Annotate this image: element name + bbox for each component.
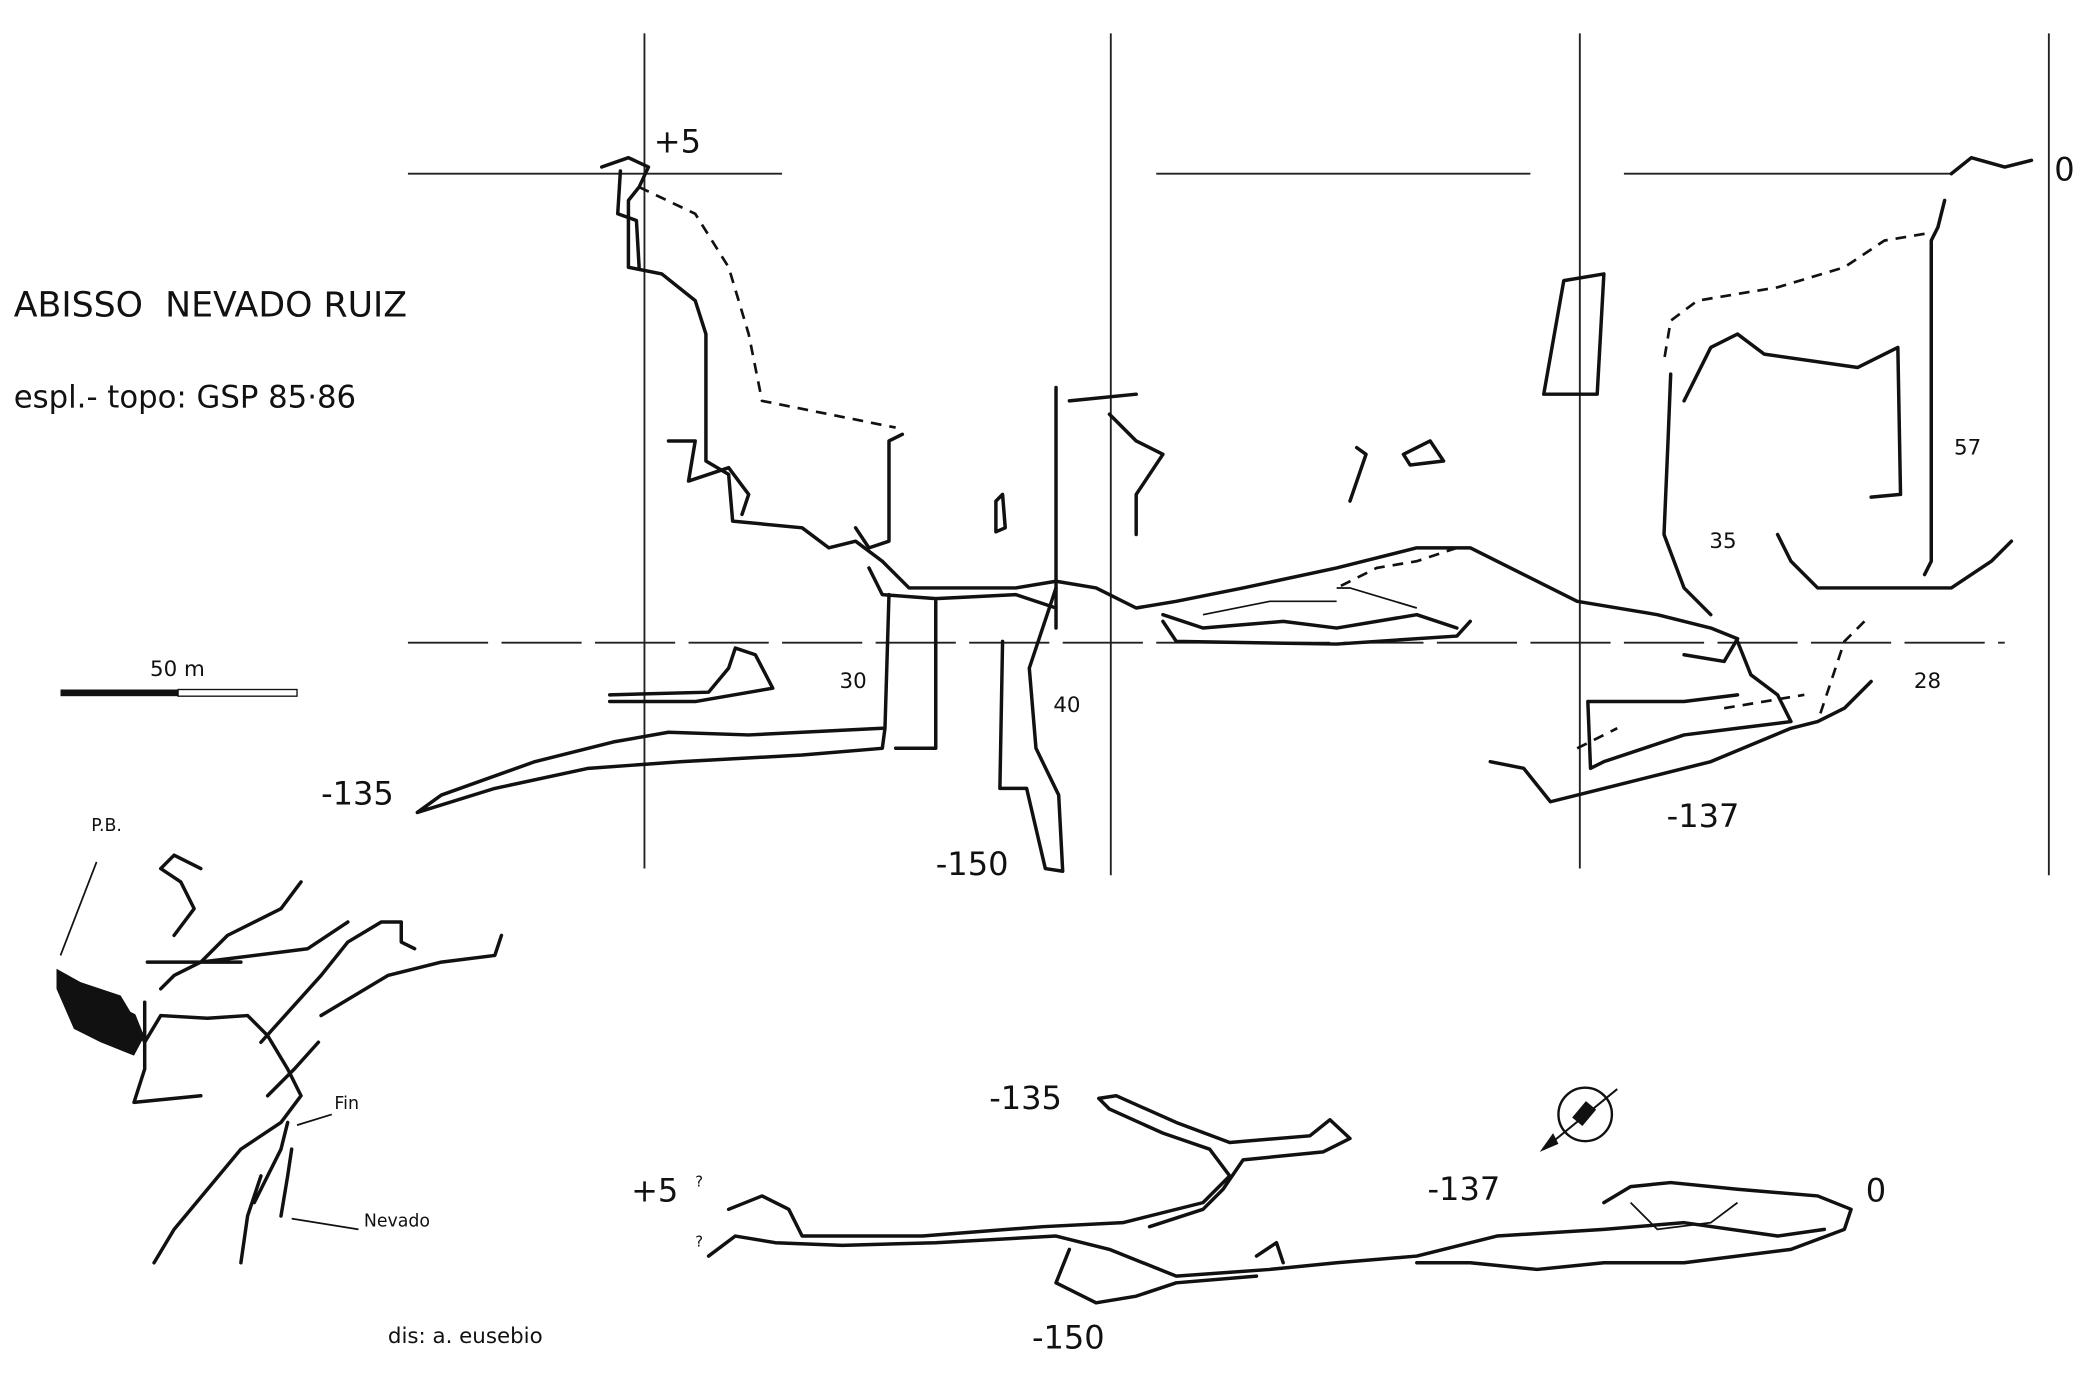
plan-depth-label: -137 — [1427, 1170, 1500, 1208]
plan-depth-label: +5 — [631, 1171, 678, 1209]
pitch-depth-label: 30 — [840, 669, 867, 694]
cave-plan-view — [706, 1093, 1853, 1305]
profile-depth-label: -137 — [1667, 797, 1740, 835]
uncertain-mark: ? — [695, 1174, 703, 1191]
pitch-depth-label: 35 — [1709, 529, 1736, 554]
north-arrow-icon — [1539, 1086, 1618, 1152]
profile-depth-label: -150 — [936, 845, 1009, 883]
cave-profile-section — [415, 155, 2034, 873]
survey-credits: espl.- topo: GSP 85·86 — [14, 380, 356, 416]
map-label-nevado: Nevado — [364, 1212, 430, 1232]
plan-depth-label: -135 — [989, 1079, 1062, 1117]
plan-depth-label: 0 — [1866, 1171, 1886, 1209]
survey-title: ABISSO NEVADO RUIZ — [14, 286, 407, 326]
scale-bar-label: 50 m — [150, 657, 205, 682]
pitch-depth-label: 40 — [1053, 693, 1080, 718]
author-credit: dis: a. eusebio — [388, 1324, 543, 1349]
map-label-fin: Fin — [334, 1094, 359, 1114]
pitch-depth-label: 28 — [1914, 669, 1941, 694]
uncertain-mark: ? — [695, 1234, 703, 1251]
location-map — [56, 853, 504, 1265]
profile-depth-label: +5 — [654, 122, 701, 160]
pitch-depth-label: 57 — [1954, 435, 1981, 460]
map-label-pb: P.B. — [91, 816, 122, 836]
profile-depth-label: -135 — [321, 774, 394, 812]
profile-depth-label: 0 — [2054, 150, 2074, 188]
plan-depth-label: -150 — [1032, 1318, 1105, 1356]
scale-bar — [60, 688, 298, 697]
